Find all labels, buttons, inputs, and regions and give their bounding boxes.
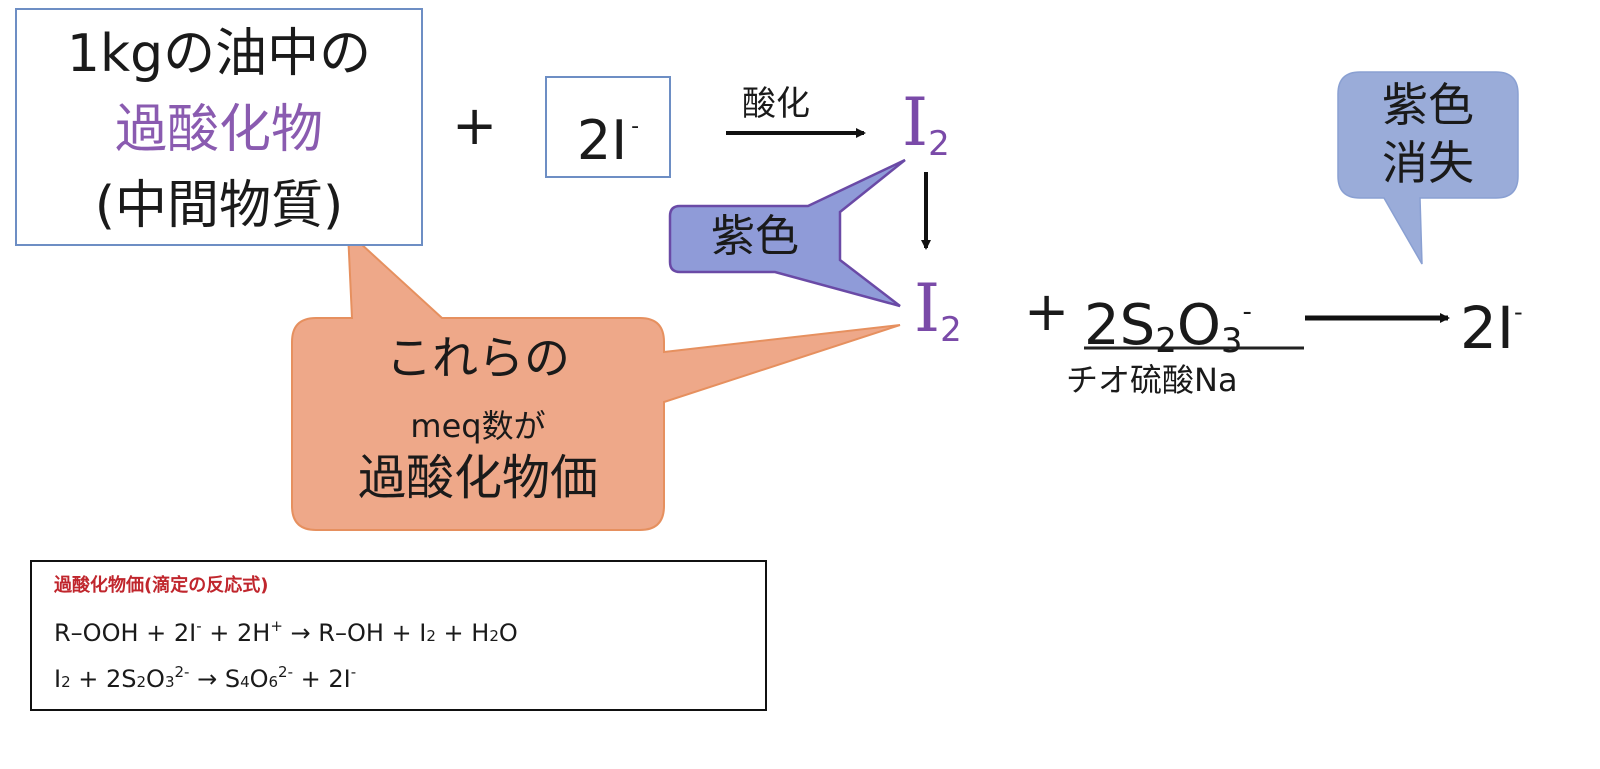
eq2-e-sup: 2-	[278, 663, 294, 681]
orange-callout-shape	[291, 229, 901, 531]
eq1-c: → R–OH + I	[282, 619, 427, 647]
vanish-callout-shape	[1337, 71, 1519, 265]
equation-1: R–OOH + 2I- + 2H+ → R–OH + I2 + H2O	[54, 610, 518, 652]
iodide-reactant-base: 2I	[576, 109, 628, 172]
eq2-a-sub: 2	[61, 673, 71, 691]
iodide-product: 2I-	[1460, 280, 1523, 360]
eq2-d: → S	[189, 665, 241, 693]
iodide-product-base: 2I	[1460, 294, 1515, 362]
orange-line-2: meq数が	[410, 407, 546, 445]
vanish-line-2: 消失	[1382, 136, 1474, 190]
oil-box-line-1: 1kgの油中の	[66, 24, 372, 84]
eq1-d-sub: 2	[489, 627, 499, 645]
iodide-product-charge: -	[1514, 298, 1523, 326]
equations-title: 過酸化物価(滴定の反応式)	[54, 575, 269, 596]
equations-box: 過酸化物価(滴定の反応式) R–OOH + 2I- + 2H+ → R–OH +…	[30, 560, 767, 711]
plus-sign-1: +	[452, 94, 498, 157]
eq2-f-sup: -	[350, 663, 357, 681]
orange-callout-text: これらの meq数が 過酸化物価	[292, 318, 664, 508]
orange-line-3: 過酸化物価	[357, 450, 598, 506]
iodine-top-symbol: I	[902, 84, 929, 161]
iodine-bottom-sub: 2	[940, 310, 962, 350]
eq2-e-sub: 6	[268, 673, 279, 691]
thio-coef-s: 2S	[1084, 293, 1156, 358]
eq2-d-sub: 4	[240, 673, 250, 691]
orange-line-1: これらの	[386, 331, 570, 385]
eq2-e: O	[249, 665, 269, 693]
thio-charge: -	[1242, 297, 1252, 327]
oil-box-line-3: (中間物質)	[94, 176, 344, 236]
eq2-b-sub: 2	[136, 673, 147, 691]
plus-sign-2: +	[1024, 280, 1070, 343]
eq2-c-sup: 2-	[174, 663, 190, 681]
eq2-f: + 2I	[293, 665, 351, 693]
iodide-reactant-charge: -	[631, 114, 640, 139]
eq1-a: R–OOH + 2I	[54, 619, 197, 647]
oil-box-line-2: 過酸化物	[114, 100, 323, 160]
eq2-a: I	[54, 665, 62, 693]
purple-callout-shape	[668, 158, 906, 308]
thio-o: O	[1176, 293, 1221, 358]
oxidation-label: 酸化	[742, 84, 810, 124]
thiosulfate-name: チオ硫酸Na	[1066, 361, 1238, 399]
eq1-e: O	[498, 619, 518, 647]
eq1-a-sup: -	[196, 617, 202, 635]
vanish-line-1: 紫色	[1382, 78, 1474, 132]
iodine-top-sub: 2	[928, 124, 950, 164]
eq2-c: O	[146, 665, 165, 693]
thio-sub-1: 2	[1155, 321, 1177, 361]
iodide-reactant-box: 2I-	[545, 76, 671, 178]
eq1-d: + H	[435, 619, 490, 647]
thio-sub-2: 3	[1220, 321, 1243, 361]
eq2-b: + 2S	[70, 665, 137, 693]
eq1-c-sub: 2	[426, 627, 436, 645]
iodine-top: I2	[902, 88, 950, 179]
thiosulfate-formula: 2S2O3-	[1084, 280, 1252, 373]
eq1-b-sup: +	[270, 617, 283, 635]
purple-callout-text: 紫色	[711, 211, 799, 262]
vanish-callout-text: 紫色 消失	[1340, 76, 1516, 192]
eq1-b: + 2H	[201, 619, 271, 647]
equation-2: I2 + 2S2O32- → S4O62- + 2I-	[54, 656, 356, 698]
oil-peroxide-box: 1kgの油中の 過酸化物 (中間物質)	[15, 8, 423, 246]
iodine-bottom: I2	[914, 274, 962, 365]
iodine-bottom-symbol: I	[914, 270, 941, 347]
eq2-c-sub: 3	[164, 673, 175, 691]
